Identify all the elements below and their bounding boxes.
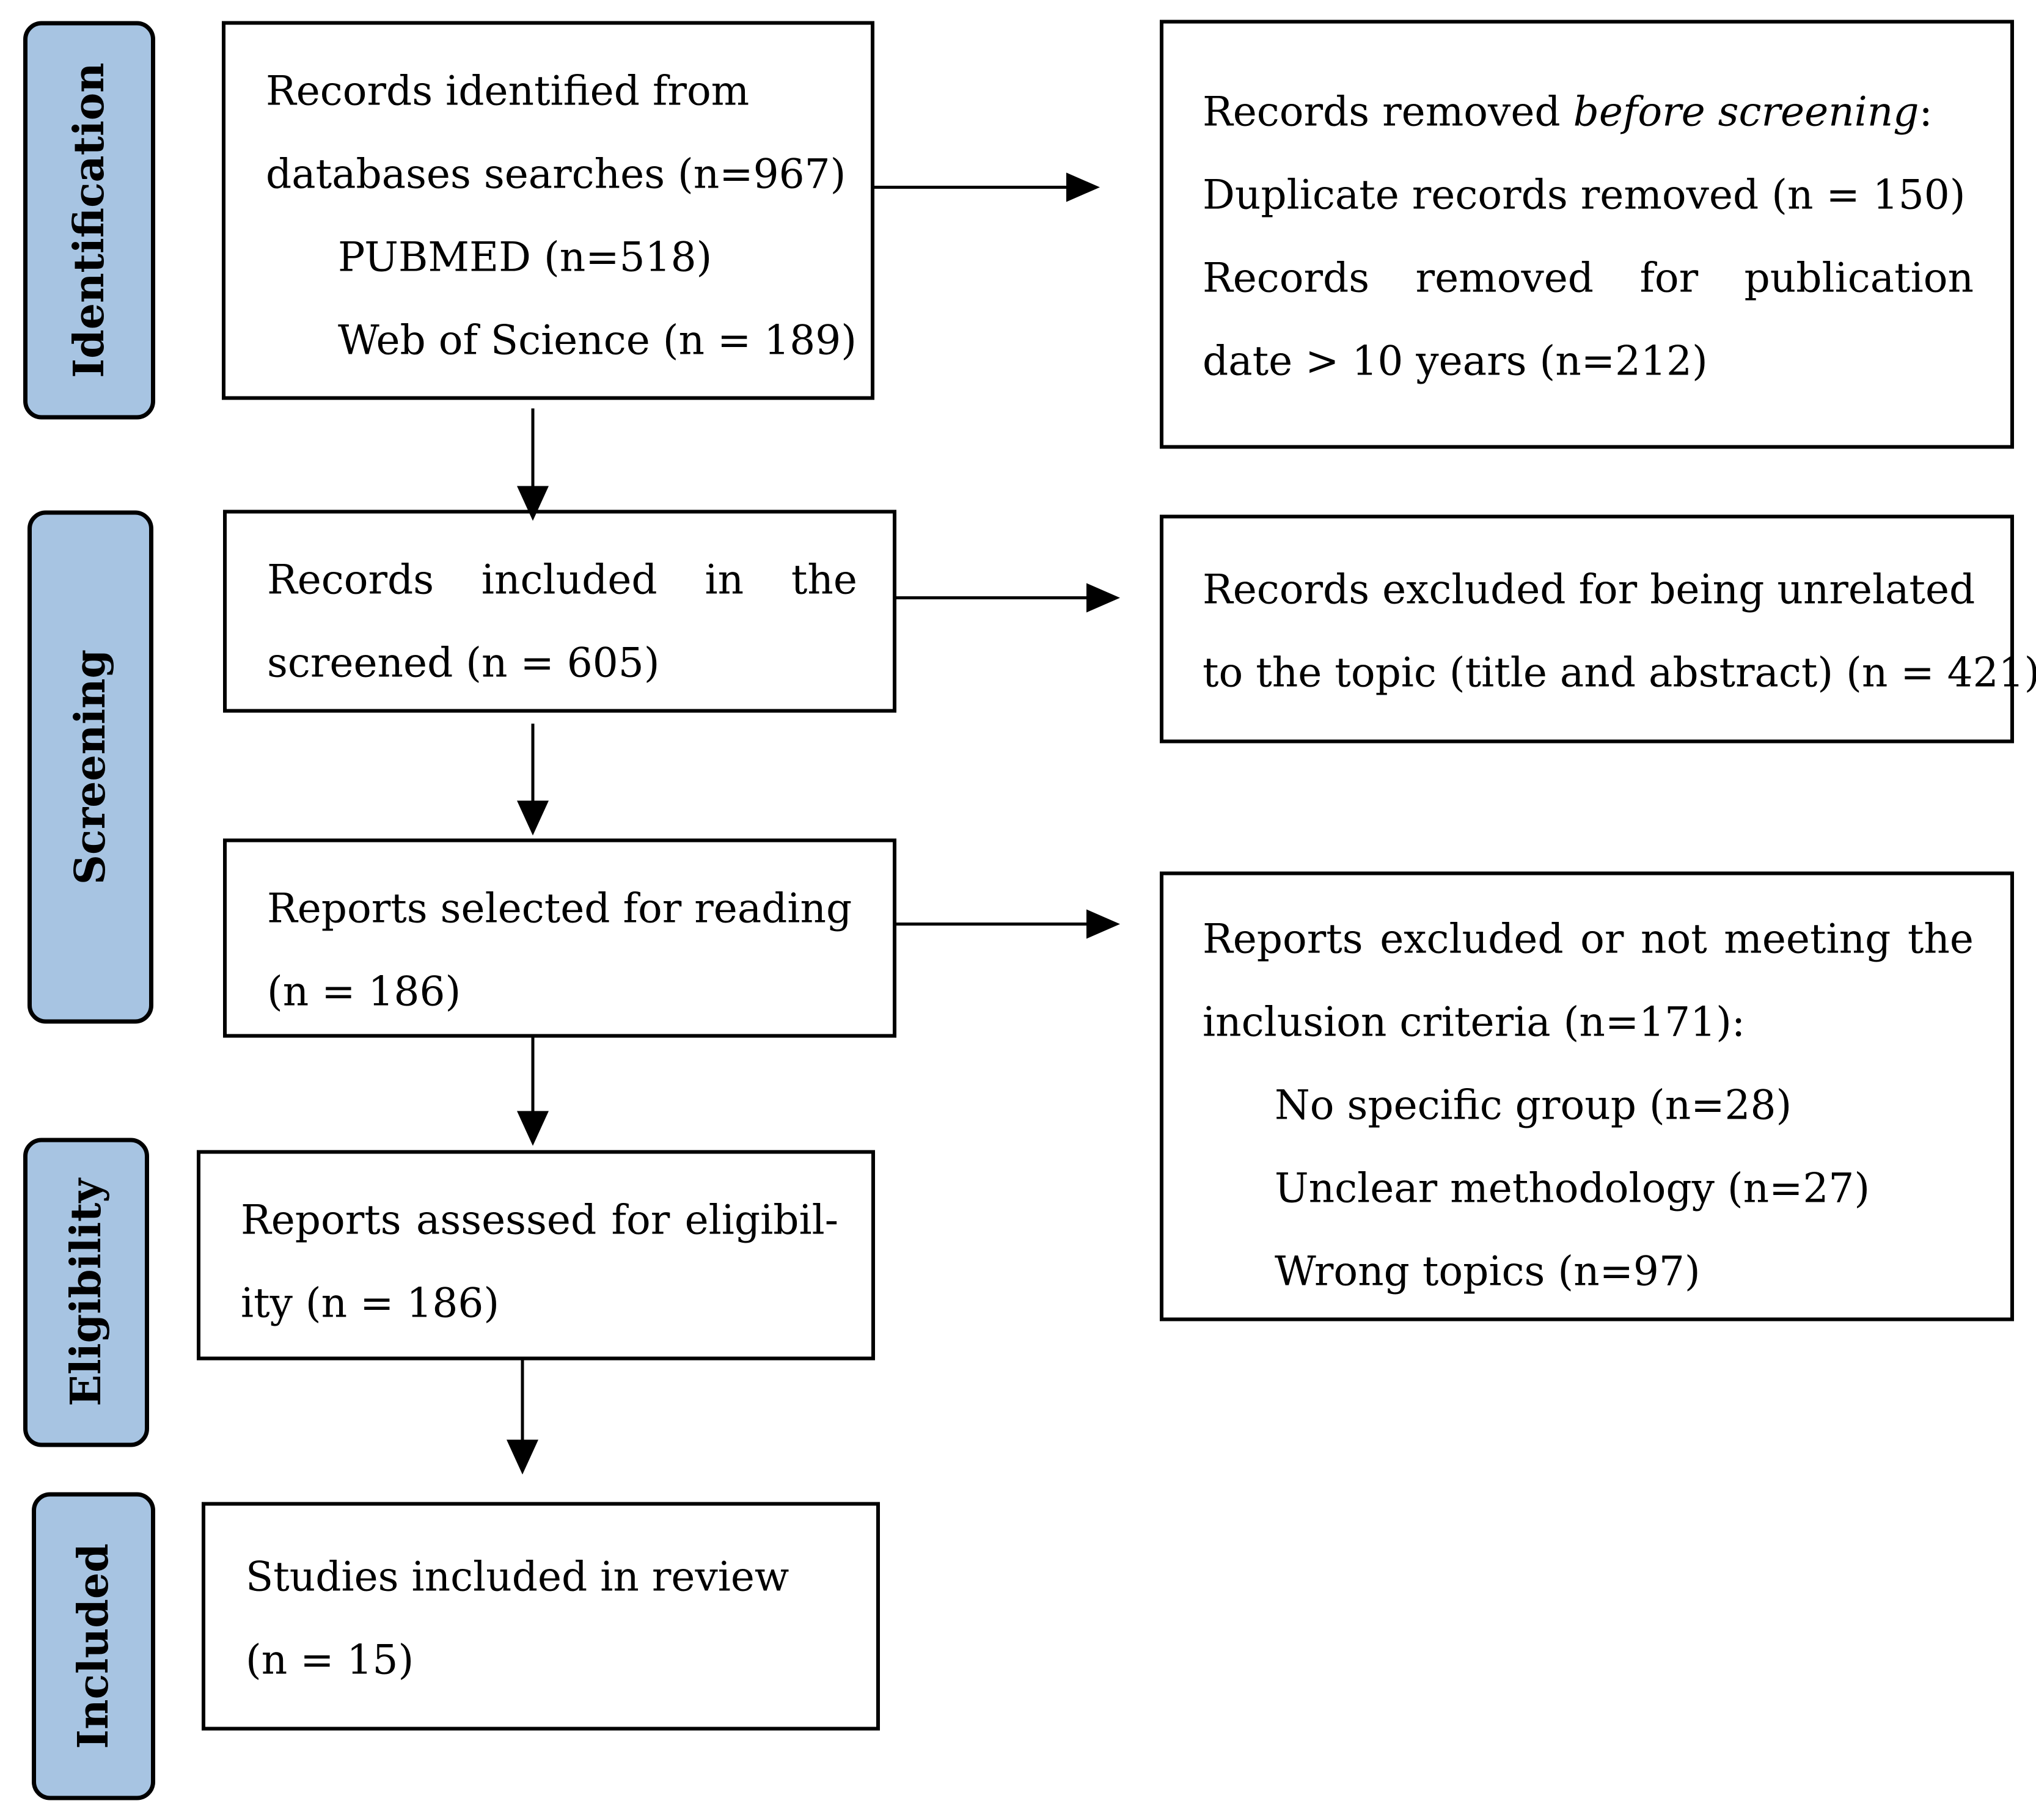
- assessed-line-2: ity (n = 186): [241, 1279, 500, 1326]
- arrow-identified-to-removed-head: [1066, 172, 1100, 202]
- identified-line-wos: Web of Science (n = 189): [338, 316, 857, 364]
- arrow-selected-to-assessed-head: [517, 1111, 549, 1146]
- arrow-screened-to-excluded-head: [1086, 583, 1120, 612]
- reports-excluded-line-1-word: meeting: [1724, 915, 1891, 962]
- reports-excluded-line-1-word: excluded: [1380, 915, 1564, 962]
- phase-eligibility-label: Eligibility: [62, 1178, 111, 1406]
- included-line-1: Studies included in review: [246, 1553, 789, 1600]
- selected-line-2: (n = 186): [267, 968, 461, 1015]
- phase-screening-label: Screening: [66, 649, 115, 885]
- reports-excluded-line-1-word: or: [1580, 915, 1624, 962]
- phase-eligibility: Eligibility: [23, 1138, 149, 1447]
- removed-line-3-word: for: [1639, 254, 1699, 301]
- arrow-screened-to-selected-head: [517, 800, 549, 835]
- removed-line-1-italic: before screening: [1573, 88, 1919, 135]
- reports-excluded-line-1: Reports excluded or not meeting the: [1203, 919, 1974, 959]
- phase-included: Included: [32, 1492, 155, 1800]
- assessed-line-1-word: Reports: [241, 1196, 401, 1243]
- identified-line-2: databases searches (n=967): [266, 150, 846, 197]
- identified-line-1: Records identified from: [266, 67, 750, 114]
- removed-line-1: Records removed before screening:: [1203, 92, 1933, 132]
- arrow-selected-to-excluded-head: [1086, 909, 1120, 938]
- records-removed-box: Records removed before screening: Duplic…: [1160, 20, 2014, 448]
- phase-screening: Screening: [27, 510, 153, 1023]
- reports-excluded-line-2: inclusion criteria (n=171):: [1203, 998, 1746, 1045]
- phase-included-label: Included: [69, 1543, 118, 1749]
- removed-line-duplicates: Duplicate records removed (n = 150): [1203, 171, 1966, 218]
- removed-line-1-end: :: [1919, 88, 1933, 135]
- assessed-line-1-word: assessed: [416, 1196, 597, 1243]
- reports-excluded-wrong-topics: Wrong topics (n=97): [1275, 1248, 1701, 1295]
- phase-identification: Identification: [23, 21, 155, 419]
- screened-line-1-word: included: [481, 556, 657, 603]
- reports-excluded-no-specific-group: No specific group (n=28): [1275, 1081, 1792, 1128]
- assessed-line-1: Reports assessed for eligibil-: [241, 1200, 838, 1240]
- included-line-2: (n = 15): [246, 1636, 414, 1683]
- reports-assessed-box: Reports assessed for eligibil- ity (n = …: [197, 1150, 875, 1360]
- removed-line-3-word: removed: [1415, 254, 1594, 301]
- screened-line-1: Records included in the: [267, 560, 857, 600]
- screened-line-1-word: the: [791, 556, 857, 603]
- arrow-assessed-to-included-head: [507, 1439, 538, 1474]
- removed-line-3: Records removed for publication: [1203, 258, 1974, 298]
- reports-excluded-unclear-methodology: Unclear methodology (n=27): [1275, 1164, 1870, 1212]
- studies-included-box: Studies included in review (n = 15): [202, 1502, 880, 1730]
- assessed-line-1-word: eligibil-: [684, 1196, 838, 1243]
- excluded-topic-line-1: Records excluded for being unrelated: [1203, 566, 1976, 613]
- reports-excluded-line-1-word: the: [1907, 915, 1974, 962]
- reports-excluded-line-1-word: not: [1640, 915, 1707, 962]
- screened-line-1-word: in: [705, 556, 744, 603]
- reports-selected-box: Reports selected for reading (n = 186): [223, 838, 896, 1037]
- phase-identification-label: Identification: [65, 62, 114, 378]
- reports-excluded-box: Reports excluded or not meeting the incl…: [1160, 871, 2014, 1321]
- records-screened-box: Records included in the screened (n = 60…: [223, 510, 896, 712]
- removed-line-3-word: publication: [1744, 254, 1974, 301]
- removed-line-1-start: Records removed: [1203, 88, 1573, 135]
- removed-line-3-word: Records: [1203, 254, 1370, 301]
- assessed-line-1-word: for: [611, 1196, 670, 1243]
- removed-line-4: date > 10 years (n=212): [1203, 337, 1708, 384]
- selected-line-1: Reports selected for reading: [267, 885, 852, 932]
- identified-line-pubmed: PUBMED (n=518): [338, 233, 712, 280]
- reports-excluded-line-1-word: Reports: [1203, 915, 1363, 962]
- screened-line-1-word: Records: [267, 556, 434, 603]
- records-excluded-topic-box: Records excluded for being unrelated to …: [1160, 514, 2036, 743]
- excluded-topic-line-2: to the topic (title and abstract) (n = 4…: [1203, 649, 2036, 696]
- records-identified-box: Records identified from databases search…: [222, 21, 874, 400]
- screened-line-2: screened (n = 605): [267, 639, 660, 686]
